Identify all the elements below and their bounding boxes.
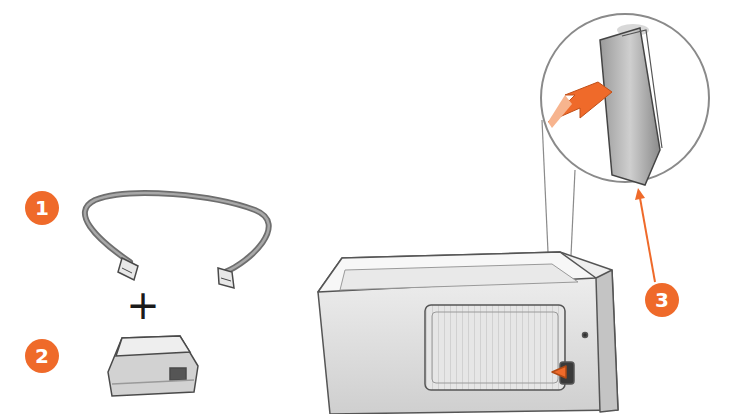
leader-line [635, 188, 655, 282]
callout-number: 1 [25, 191, 59, 225]
rj45-plug [218, 268, 234, 288]
callout-number: 2 [25, 339, 59, 373]
network-cable [85, 193, 269, 272]
callout-number: 3 [645, 283, 679, 317]
rj45-plug [118, 258, 138, 280]
printer [318, 252, 618, 414]
plus-sign: + [126, 285, 160, 325]
magnified-view [541, 14, 709, 185]
network-module [108, 336, 198, 396]
